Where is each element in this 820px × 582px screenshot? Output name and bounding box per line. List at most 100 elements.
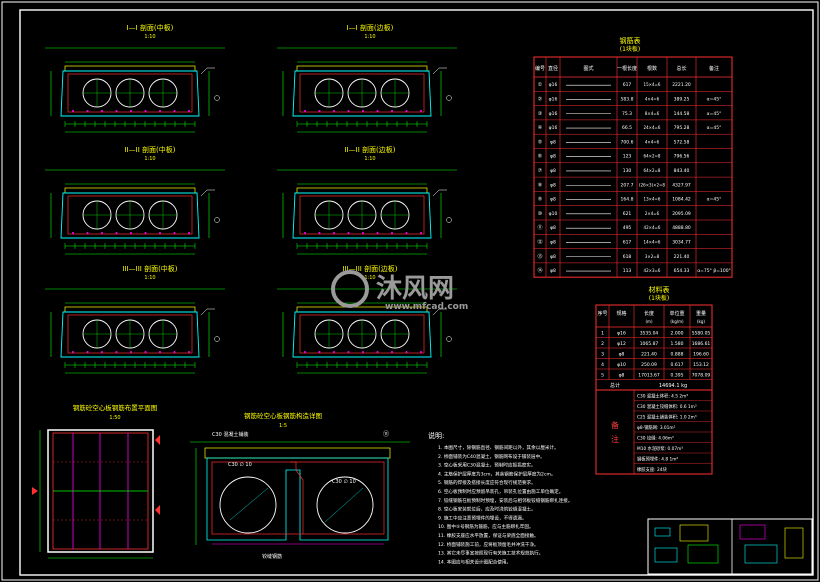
material-cell-unit: 0.395 — [671, 373, 684, 379]
rebar-total: 654.33 — [674, 268, 690, 274]
thumb-shape — [654, 547, 678, 563]
rebar-dot — [318, 351, 321, 353]
rebar-dot — [159, 351, 161, 353]
rebar-dot — [173, 351, 176, 353]
rebar-dot — [86, 232, 89, 234]
rebar-table-subtitle: (1块板) — [620, 45, 641, 53]
rebar-dia: φ16 — [549, 125, 558, 131]
rebar-dot — [376, 232, 379, 234]
rebar-total: 3034.77 — [672, 239, 691, 245]
rebar-dot — [391, 232, 393, 234]
rebar-cage — [67, 314, 193, 354]
detail-scale: 1:5 — [279, 423, 287, 429]
rebar-dia: φ8 — [550, 225, 556, 231]
rebar-no: ⑭ — [537, 267, 542, 274]
section-scale: 1:10 — [364, 156, 375, 162]
drawing-border — [19, 9, 814, 576]
material-cell-len: 221.40 — [641, 352, 657, 358]
leader-line — [200, 189, 215, 197]
material-cell-weight: 1686.61 — [692, 341, 711, 347]
rebar-total: 144.58 — [674, 111, 690, 117]
rebar-no: ③ — [538, 111, 542, 117]
thumb-shape — [739, 524, 766, 540]
rebar-dot — [405, 351, 408, 353]
rebar-dot — [333, 232, 335, 234]
callout-circle — [214, 336, 220, 342]
rebar-length: 66.5 — [622, 125, 632, 131]
thumb-shape — [654, 527, 671, 537]
rebar-dot — [405, 232, 408, 234]
detail-title: 钢筋砼空心板钢筋构造详图 — [244, 411, 322, 420]
rebar-dot — [391, 110, 393, 112]
rebar-dia: φ16 — [549, 96, 558, 102]
rebar-dot — [304, 232, 306, 234]
rebar-dot — [376, 351, 379, 353]
paving-layer — [296, 187, 428, 194]
paving-layer — [64, 65, 196, 72]
rebar-total: 572.58 — [674, 139, 690, 145]
rebar-total: 843.40 — [674, 168, 690, 174]
rebar-dot — [86, 351, 89, 353]
rebar-table-header: 图式 — [583, 65, 593, 72]
material-cell-no: 5 — [601, 373, 604, 379]
section-title-2-side: II—II 剖面(边板) — [345, 145, 396, 154]
rebar-note: α=45° — [707, 96, 722, 102]
rebar-dia: φ8 — [550, 254, 556, 260]
section-title-3-mid: III—III 剖面(中板) — [122, 264, 177, 273]
rebar-length: 164.8 — [621, 197, 634, 203]
material-cell-spec: φ8 — [619, 352, 625, 358]
rebar-dot — [101, 351, 103, 353]
rebar-dot — [86, 110, 89, 112]
material-note: C30 铰缝: 4.06m³ — [637, 435, 674, 442]
detail-hinge-rebar — [290, 461, 304, 534]
rebar-no: ② — [538, 96, 543, 102]
rebar-no: ⑫ — [537, 238, 542, 245]
watermark: 沐风网 www.mfcad.com — [331, 270, 468, 312]
slab-outline — [292, 192, 432, 239]
material-cell-no: 3 — [601, 352, 604, 358]
rebar-no: ⑤ — [538, 139, 542, 145]
paving-layer — [64, 187, 196, 194]
cross-section-1 — [45, 47, 225, 133]
rebar-cage — [299, 314, 425, 354]
rebar-total: 221.40 — [674, 254, 690, 260]
rebar-no: ⑩ — [538, 211, 543, 217]
paving-layer — [296, 65, 428, 72]
note-line: 13. 其它未尽事宜按照现行有关施工技术规范执行。 — [438, 550, 543, 557]
rebar-no: ⑬ — [537, 253, 542, 260]
rebar-dot — [115, 351, 118, 353]
thumb-shape — [744, 544, 778, 564]
detail-void-right — [316, 476, 374, 534]
slab-outline — [292, 70, 432, 117]
rebar-table-title: 钢筋表 — [620, 36, 641, 45]
leader-line — [432, 308, 447, 316]
leader-line — [432, 189, 447, 197]
rebar-dot — [159, 232, 161, 234]
rebar-total: 4888.80 — [672, 225, 691, 231]
rebar-length: 617 — [623, 239, 632, 245]
rebar-length: 123 — [623, 154, 632, 160]
rebar-dia: φ8 — [550, 154, 556, 160]
rebar-count: 42×3=6 — [644, 268, 661, 273]
rebar-dot — [362, 232, 364, 234]
watermark-cn: 沐风网 — [376, 274, 454, 304]
rebar-length: 621 — [623, 211, 632, 217]
rebar-count: 24×4=6 — [644, 125, 661, 130]
rebar-total: 4327.97 — [672, 182, 691, 188]
thumb-shape — [679, 524, 709, 542]
detail-paving-layer — [204, 447, 391, 459]
rebar-dot — [144, 110, 147, 112]
paving-layer — [64, 306, 196, 313]
rebar-dot — [391, 351, 393, 353]
rebar-no: ⑧ — [538, 182, 543, 188]
slab-outline — [60, 70, 200, 117]
callout-circle — [446, 95, 452, 101]
material-cell-unit: 0.617 — [671, 362, 684, 368]
note-line: 8. 空心板安装就位后，应及时浇筑铰缝混凝土。 — [438, 506, 536, 513]
material-cell-spec: φ12 — [617, 341, 626, 347]
rebar-count: 64×2=8 — [644, 168, 661, 173]
material-total-label: 总计 — [610, 382, 620, 389]
